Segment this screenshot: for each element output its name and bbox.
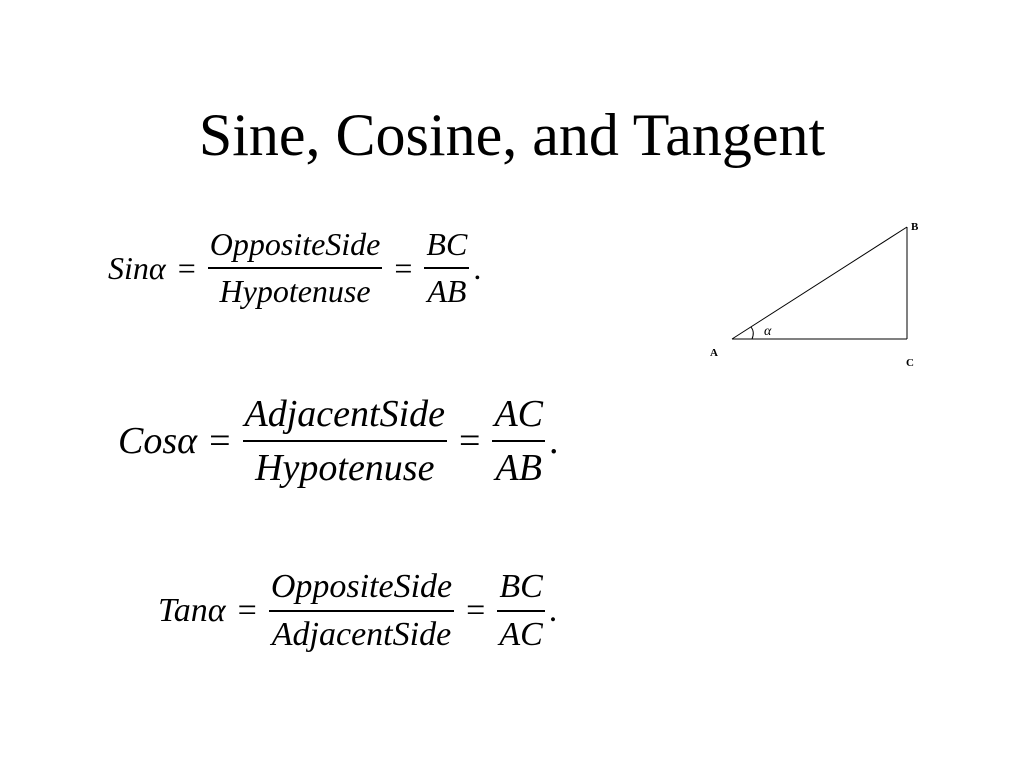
denominator: AB [427,273,467,309]
right-triangle-diagram: α A B C [710,221,919,369]
cosine-ratio-sides: AC AB [492,392,546,490]
denominator: AB [495,447,542,489]
equals-sign: = [466,592,486,629]
angle-alpha-label: α [764,324,772,339]
fraction-bar [242,440,448,442]
sine-lhs: Sinα [108,249,166,286]
equals-sign: = [237,592,257,629]
numerator: OppositeSide [270,568,453,605]
denominator: AC [499,616,543,653]
fraction-bar [268,610,455,612]
vertex-a-label: A [710,347,718,359]
fraction-bar [492,440,546,442]
denominator: Hypotenuse [255,447,435,489]
tangent-ratio-words: OppositeSide AdjacentSide [268,568,455,654]
equals-sign: = [459,420,481,462]
period: . [473,249,482,286]
equals-sign: = [394,249,413,286]
tangent-ratio-sides: BC AC [497,568,545,654]
hypotenuse-side [731,226,908,340]
numerator: OppositeSide [209,226,381,262]
denominator: Hypotenuse [219,273,371,309]
vertex-c-label: C [906,357,914,369]
fraction-bar [497,610,545,612]
sine-ratio-words: OppositeSide Hypotenuse [207,226,383,310]
equals-sign: = [209,420,231,462]
numerator: BC [426,226,468,262]
numerator: AC [494,393,544,435]
fraction-bar [424,267,470,269]
numerator: BC [499,568,543,605]
period: . [548,592,558,629]
numerator: AdjacentSide [244,393,446,435]
cosine-ratio-words: AdjacentSide Hypotenuse [242,392,448,490]
cosine-lhs: Cosα [118,420,198,462]
tangent-lhs: Tanα [158,592,226,629]
equals-sign: = [177,249,196,286]
cosine-equation: Cosα = AdjacentSide Hypotenuse = AC AB . [118,392,559,490]
angle-arc [750,326,754,340]
vertex-b-label: B [911,221,919,233]
period: . [549,420,559,462]
tangent-equation: Tanα = OppositeSide AdjacentSide = BC AC… [158,568,557,654]
sine-equation: Sinα = OppositeSide Hypotenuse = BC AB . [108,226,481,310]
fraction-bar [207,267,383,269]
slide-title: Sine, Cosine, and Tangent [198,102,826,168]
sine-ratio-sides: BC AB [424,226,470,310]
denominator: AdjacentSide [271,616,452,653]
